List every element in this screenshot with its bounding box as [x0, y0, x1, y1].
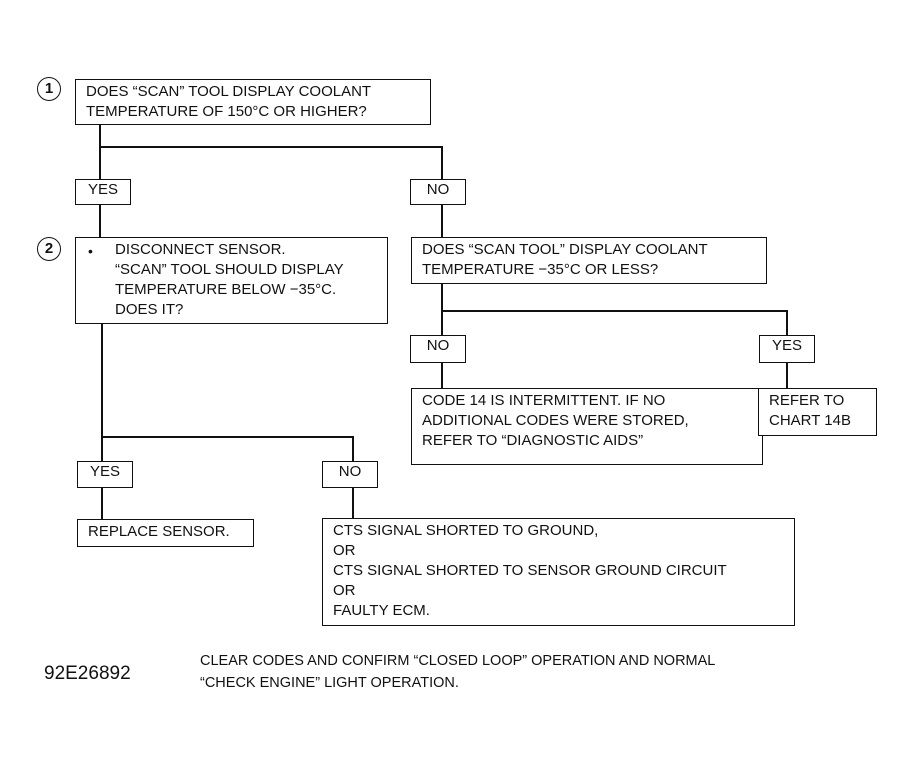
- connector: [99, 204, 101, 238]
- step-2-number: 2: [44, 240, 54, 257]
- shorted-line: OR: [333, 542, 356, 559]
- step-2-marker: 2: [37, 237, 61, 261]
- connector: [441, 204, 443, 238]
- shorted-result-box: CTS SIGNAL SHORTED TO GROUND, OR CTS SIG…: [322, 518, 795, 626]
- refer-chart-line: REFER TO: [769, 392, 845, 409]
- replace-sensor-text: REPLACE SENSOR.: [88, 523, 230, 540]
- intermittent-result-box: CODE 14 IS INTERMITTENT. IF NO ADDITIONA…: [411, 388, 763, 465]
- shorted-line: FAULTY ECM.: [333, 602, 430, 619]
- question-2-line: TEMPERATURE BELOW −35°C.: [115, 281, 337, 298]
- footer-note-line: “CHECK ENGINE” LIGHT OPERATION.: [200, 675, 459, 691]
- q1-no-label: NO: [410, 179, 466, 205]
- refer-chart-box: REFER TO CHART 14B: [758, 388, 877, 436]
- connector: [786, 310, 788, 336]
- bullet-marker: •: [88, 243, 93, 259]
- connector: [101, 487, 103, 520]
- replace-sensor-box: REPLACE SENSOR.: [77, 519, 254, 547]
- footer-note: CLEAR CODES AND CONFIRM “CLOSED LOOP” OP…: [200, 650, 715, 694]
- question-3-box: DOES “SCAN TOOL” DISPLAY COOLANT TEMPERA…: [411, 237, 767, 284]
- intermittent-line: REFER TO “DIAGNOSTIC AIDS”: [422, 432, 644, 449]
- intermittent-line: ADDITIONAL CODES WERE STORED,: [422, 412, 689, 429]
- connector: [352, 436, 354, 463]
- shorted-line: OR: [333, 582, 356, 599]
- question-1-line: DOES “SCAN” TOOL DISPLAY COOLANT: [86, 83, 372, 100]
- question-1-line: TEMPERATURE OF 150°C OR HIGHER?: [86, 103, 367, 120]
- step-1-number: 1: [44, 80, 54, 97]
- question-2-box: • DISCONNECT SENSOR. “SCAN” TOOL SHOULD …: [75, 237, 388, 324]
- connector: [101, 436, 354, 438]
- q2-no-label: NO: [322, 461, 378, 488]
- shorted-line: CTS SIGNAL SHORTED TO SENSOR GROUND CIRC…: [333, 562, 727, 579]
- question-3-line: DOES “SCAN TOOL” DISPLAY COOLANT: [422, 241, 708, 258]
- intermittent-line: CODE 14 IS INTERMITTENT. IF NO: [422, 392, 666, 409]
- connector: [441, 310, 788, 312]
- connector: [786, 362, 788, 389]
- connector: [441, 283, 443, 336]
- connector: [441, 146, 443, 180]
- connector: [352, 487, 354, 519]
- connector: [441, 362, 443, 389]
- question-1-box: DOES “SCAN” TOOL DISPLAY COOLANT TEMPERA…: [75, 79, 431, 125]
- q2-yes-label: YES: [77, 461, 133, 488]
- footer-note-line: CLEAR CODES AND CONFIRM “CLOSED LOOP” OP…: [200, 653, 716, 669]
- figure-id: 92E26892: [44, 663, 131, 684]
- q3-yes-label: YES: [759, 335, 815, 363]
- question-2-line: “SCAN” TOOL SHOULD DISPLAY: [115, 261, 344, 278]
- connector: [99, 146, 442, 148]
- connector: [101, 323, 103, 463]
- q3-no-label: NO: [410, 335, 466, 363]
- shorted-line: CTS SIGNAL SHORTED TO GROUND,: [333, 522, 599, 539]
- question-2-line: DOES IT?: [115, 301, 184, 318]
- q1-yes-label: YES: [75, 179, 131, 205]
- connector: [99, 124, 101, 180]
- refer-chart-line: CHART 14B: [769, 412, 851, 429]
- step-1-marker: 1: [37, 77, 61, 101]
- question-3-line: TEMPERATURE −35°C OR LESS?: [422, 261, 659, 278]
- question-2-line: DISCONNECT SENSOR.: [115, 241, 286, 258]
